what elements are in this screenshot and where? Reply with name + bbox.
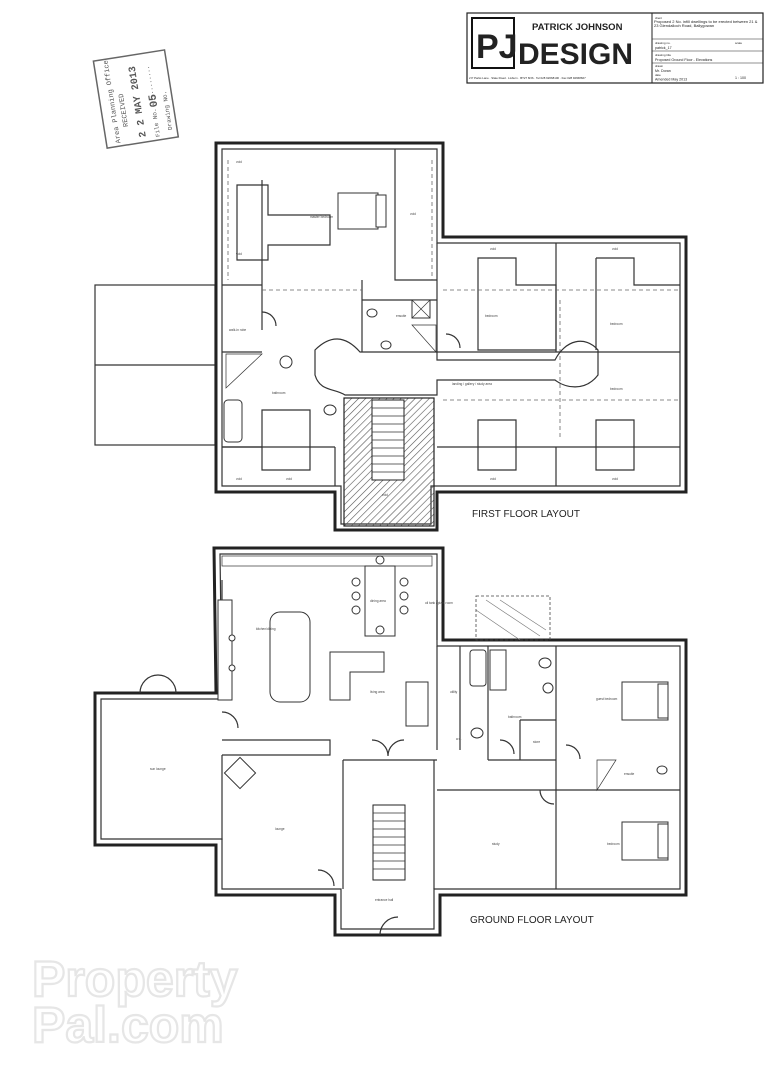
ff-room-landing: landing / gallery / study area bbox=[452, 382, 492, 386]
stamp-number: 05 bbox=[147, 93, 161, 108]
gf-room-bathroom: bathroom bbox=[508, 715, 522, 719]
gf-room-kitchen: kitchen/dining bbox=[256, 627, 276, 631]
gf-room-sun-lounge: sun lounge bbox=[150, 767, 166, 771]
gf-stove-icon bbox=[223, 756, 257, 790]
ff-room-void-7: void bbox=[612, 477, 618, 481]
gf-toilet-icon bbox=[538, 657, 552, 669]
ff-room-void-2: void bbox=[236, 252, 242, 256]
drawing-no: patrick_17 bbox=[655, 46, 672, 50]
company-name-line1: PATRICK JOHNSON bbox=[532, 22, 623, 33]
ff-room-bedroom-3: bedroom bbox=[610, 322, 623, 326]
logo-letters: PJ bbox=[476, 28, 518, 66]
ff-room-void-9: void bbox=[286, 477, 292, 481]
ff-bath-icon bbox=[223, 399, 243, 443]
gf-bath-icon bbox=[469, 649, 487, 687]
ff-basin-icon bbox=[279, 355, 293, 369]
watermark-line2: Pal.com bbox=[32, 997, 224, 1053]
scale-label: scale bbox=[735, 41, 742, 45]
drawing-title-label: drawing title bbox=[655, 53, 671, 57]
received-stamp: Area Planning Office RECEIVED 2 2 MAY 20… bbox=[92, 49, 180, 149]
ff-room-bedroom-4: bedroom bbox=[610, 387, 623, 391]
project-label: client bbox=[655, 16, 662, 20]
drawn-by: Mr. Doran bbox=[655, 69, 671, 73]
watermark-line1: Property bbox=[32, 951, 238, 1007]
drawn-by-label: drawn bbox=[655, 64, 664, 68]
ff-room-bathroom: bathroom bbox=[272, 391, 286, 395]
ff-room-walk-in-robe: walk-in robe bbox=[229, 328, 246, 332]
drawing-date: Amended May 2013 bbox=[655, 78, 687, 82]
gf-room-ensuite: ensuite bbox=[624, 772, 635, 776]
gf-room-guest-bedroom: guest bedroom bbox=[596, 697, 618, 701]
gf-kitchen-counter-icon bbox=[217, 599, 233, 701]
ff-room-master-bedroom: master bedroom bbox=[310, 215, 334, 219]
gf-room-living: living area bbox=[370, 690, 385, 694]
gf-room-entrance: entrance hall bbox=[375, 898, 394, 902]
gf-dining-table-icon bbox=[364, 565, 396, 637]
company-logo: PJ bbox=[471, 17, 518, 69]
ff-room-void-4: void bbox=[490, 247, 496, 251]
company-address: 2 P Parks Lane · Slate Road · Lisburn · … bbox=[469, 76, 586, 80]
gf-sofa-icon bbox=[329, 651, 385, 701]
gf-kitchen-island-icon bbox=[269, 611, 311, 703]
ground-floor-layout-label: GROUND FLOOR LAYOUT bbox=[470, 915, 594, 926]
ff-room-void-1: void bbox=[236, 160, 242, 164]
gf-room-dining: dining area bbox=[370, 599, 386, 603]
scale-value: 1 : 100 bbox=[735, 76, 746, 80]
ff-room-bedroom-2: bedroom bbox=[485, 314, 498, 318]
ff-room-void-5: void bbox=[612, 247, 618, 251]
gf-room-utility: utility bbox=[450, 690, 458, 694]
first-floor-layout-label: FIRST FLOOR LAYOUT bbox=[472, 509, 580, 520]
gf-room-lounge: lounge bbox=[275, 827, 285, 831]
ff-room-ensuite: ensuite bbox=[396, 314, 407, 318]
company-name-line2: DESIGN bbox=[518, 38, 633, 71]
gf-room-wc: w.c. bbox=[456, 737, 462, 741]
drawing-title: Proposed Ground Floor - Elevations bbox=[655, 58, 713, 62]
ff-room-void-3: void bbox=[410, 212, 416, 216]
ff-toilet-icon bbox=[323, 404, 337, 416]
ground-floor-plan: dining area kitchen/dining living area u… bbox=[93, 546, 688, 937]
gf-room-plant: oil tank / plant room bbox=[425, 601, 453, 605]
ff-room-void-8: void bbox=[236, 477, 242, 481]
propertypal-watermark: Property Pal.com bbox=[31, 950, 239, 1054]
gf-stair-flight bbox=[372, 804, 406, 881]
project-description: Proposed 2 No. infill dwellings to be er… bbox=[654, 20, 758, 29]
gf-armchair-icon bbox=[405, 681, 429, 727]
first-floor-plan: void void master bedroom ensuite walk-in… bbox=[94, 141, 688, 532]
gf-room-store: store bbox=[533, 740, 540, 744]
ff-room-stair-void: void bbox=[382, 493, 388, 497]
ff-master-bed-icon bbox=[337, 192, 379, 230]
gf-room-study: study bbox=[492, 842, 500, 846]
ff-room-void-6: void bbox=[490, 477, 496, 481]
drawing-no-label: drawing no. bbox=[655, 41, 671, 45]
date-label: date bbox=[655, 73, 661, 77]
gf-room-bedroom: bedroom bbox=[607, 842, 620, 846]
title-block: PJ PATRICK JOHNSON DESIGN 2 P Parks Lane… bbox=[466, 12, 764, 84]
